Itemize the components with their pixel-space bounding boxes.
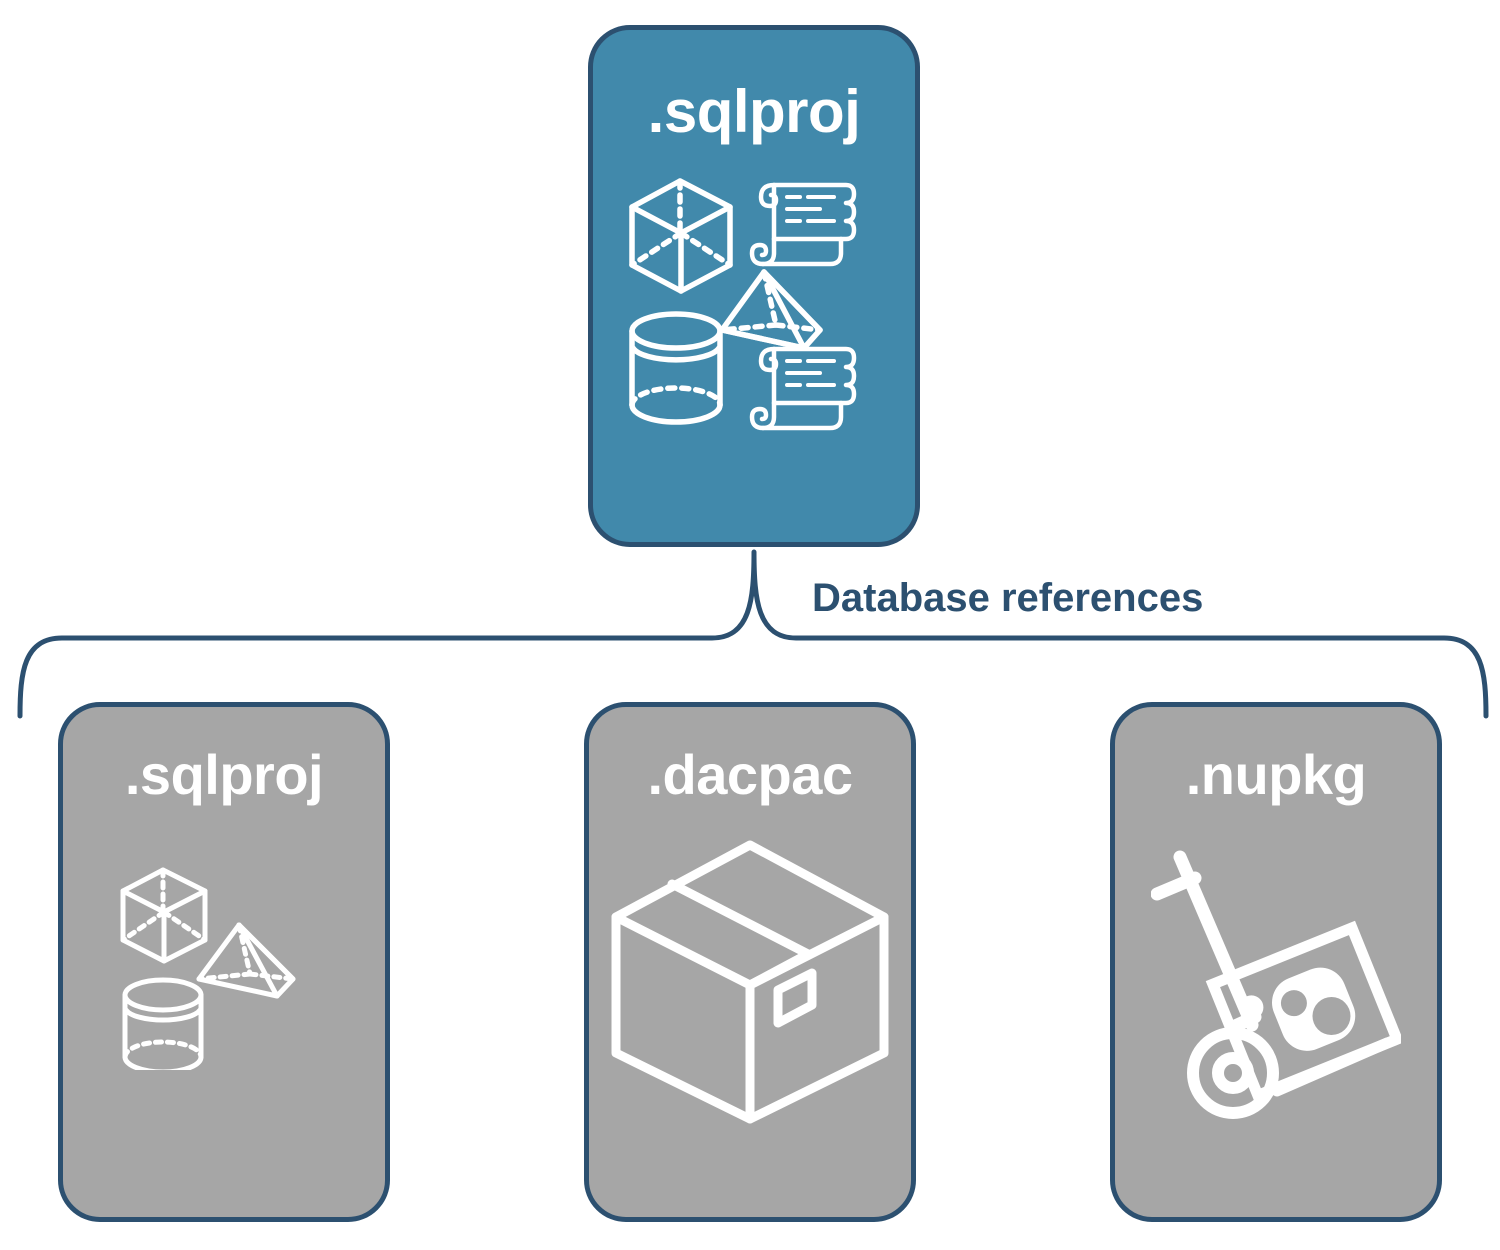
node-label-child-dacpac: .dacpac	[647, 743, 853, 806]
cylinder-icon	[629, 310, 723, 425]
node-card-root-sqlproj[interactable]: .sqlproj	[588, 25, 920, 547]
cube-icon	[120, 867, 207, 963]
pyramid-icon	[196, 922, 295, 998]
nuget-logo-holes	[1280, 989, 1351, 1035]
package-box-icon	[611, 840, 888, 1124]
node-art-root	[593, 170, 915, 450]
node-label-child-sqlproj: .sqlproj	[124, 743, 324, 806]
dolly-base-plate	[1271, 1037, 1393, 1096]
node-label-root: .sqlproj	[647, 78, 861, 145]
shapes-and-scrolls-art	[629, 177, 857, 430]
node-art-child-nupkg	[1115, 837, 1437, 1127]
brace-path	[17, 549, 1489, 719]
node-label-child-nupkg: .nupkg	[1185, 743, 1367, 806]
node-card-child-nupkg[interactable]: .nupkg	[1110, 702, 1442, 1222]
node-art-child-dacpac	[589, 832, 911, 1132]
hand-truck-icon	[1151, 850, 1401, 1119]
pyramid-icon	[719, 268, 823, 351]
scroll-icon-bottom	[749, 346, 857, 430]
node-art-child-sqlproj	[63, 857, 385, 1077]
scroll-icon-top	[749, 182, 857, 266]
dolly-wheel-icon	[1187, 1026, 1279, 1119]
dolly-frame	[1151, 850, 1262, 1032]
cylinder-icon	[122, 977, 203, 1070]
node-card-child-dacpac[interactable]: .dacpac	[584, 702, 916, 1222]
node-card-child-sqlproj[interactable]: .sqlproj	[58, 702, 390, 1222]
connector-label-database-references: Database references	[812, 576, 1204, 620]
cube-icon	[629, 177, 733, 294]
shapes-art	[120, 867, 295, 1070]
